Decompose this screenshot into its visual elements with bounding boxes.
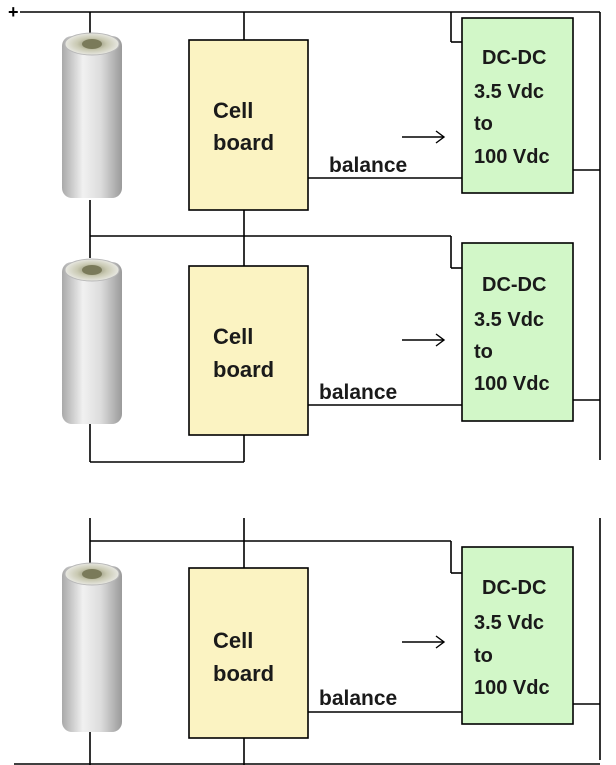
dc-dc-label-line3: to [474, 113, 493, 135]
battery-cell-icon [62, 258, 122, 424]
cell-board-label-line2: board [213, 130, 274, 155]
dc-dc-label-line4: 100 Vdc [474, 677, 550, 699]
cell-board-box [188, 39, 309, 211]
stage-1: Cell board balance DC-DC 3.5 Vdc to 100 … [62, 17, 574, 211]
cell-board-label-line2: board [213, 357, 274, 382]
dc-dc-label-line1: DC-DC [482, 47, 546, 69]
battery-cell-icon [62, 562, 122, 732]
balance-label: balance [319, 687, 397, 710]
dc-dc-label-line2: 3.5 Vdc [474, 612, 544, 634]
battery-cell-icon [62, 32, 122, 198]
wiring [14, 11, 601, 765]
positive-terminal-label: + [8, 2, 19, 22]
dc-dc-converter-box [461, 242, 574, 422]
dc-dc-label-line1: DC-DC [482, 577, 546, 599]
cell-board-label-line2: board [213, 661, 274, 686]
dc-dc-label-line4: 100 Vdc [474, 373, 550, 395]
cell-board-box [188, 567, 309, 739]
dc-dc-label-line2: 3.5 Vdc [474, 309, 544, 331]
balance-label: balance [329, 154, 407, 177]
stage-2: Cell board balance DC-DC 3.5 Vdc to 100 … [62, 242, 574, 436]
arrow-right-icon [402, 130, 446, 144]
cell-board-label-line1: Cell [213, 324, 253, 349]
dc-dc-label-line1: DC-DC [482, 274, 546, 296]
dc-dc-label-line3: to [474, 645, 493, 667]
stage-3: Cell board balance DC-DC 3.5 Vdc to 100 … [62, 546, 574, 739]
arrow-right-icon [402, 635, 446, 649]
dc-dc-converter-box [461, 17, 574, 194]
cell-board-label-line1: Cell [213, 628, 253, 653]
dc-dc-label-line4: 100 Vdc [474, 146, 550, 168]
cell-board-box [188, 265, 309, 436]
dc-dc-label-line3: to [474, 341, 493, 363]
dc-dc-label-line2: 3.5 Vdc [474, 81, 544, 103]
arrow-right-icon [402, 333, 446, 347]
balance-label: balance [319, 381, 397, 404]
negative-terminal-label: - [6, 758, 12, 765]
cell-board-label-line1: Cell [213, 98, 253, 123]
dc-dc-converter-box [461, 546, 574, 725]
